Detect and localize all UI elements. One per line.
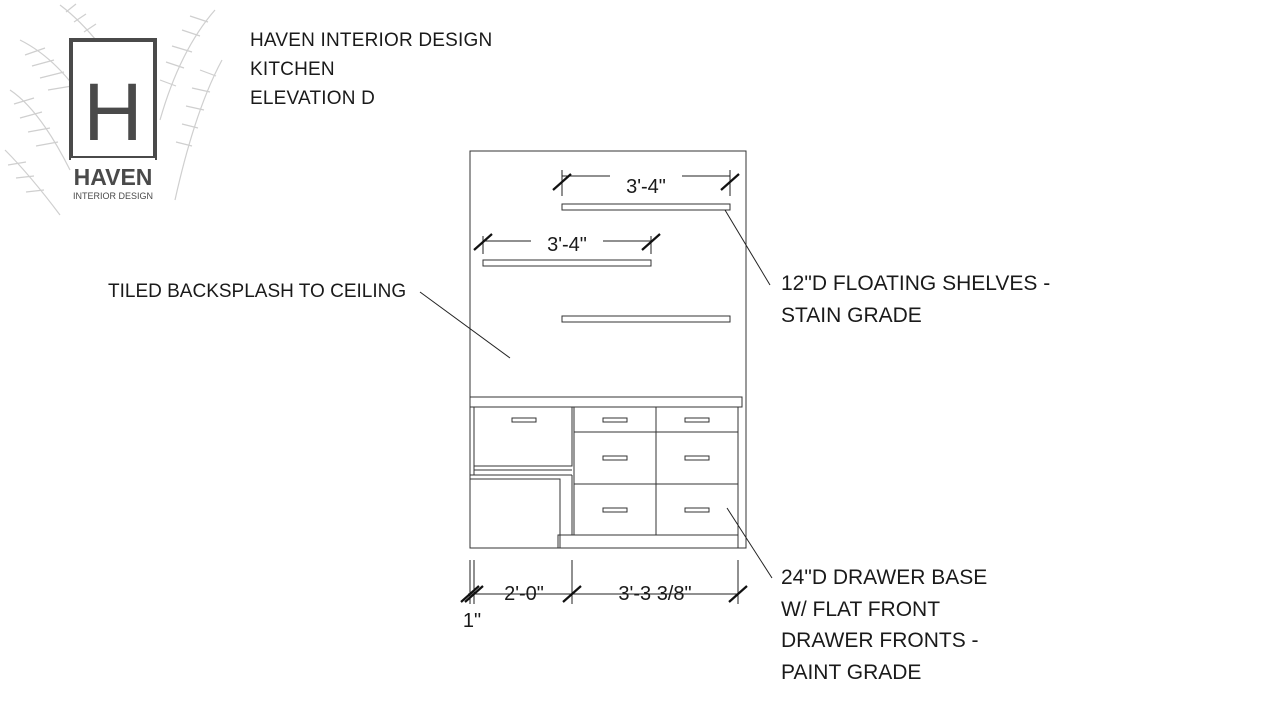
- drawer-pull: [684, 507, 710, 513]
- logo-name: HAVEN: [74, 164, 153, 190]
- dim-base-right: 3'-3 3/8": [618, 583, 691, 605]
- dim-base-left: 2'-0": [504, 583, 544, 605]
- foliage-icon: H HAVEN INTERIOR DESIGN: [4, 3, 223, 216]
- company-name: HAVEN INTERIOR DESIGN: [250, 30, 493, 51]
- drawer-pull: [684, 417, 710, 423]
- drawer-pull: [511, 417, 537, 423]
- note-drawers: 24"D DRAWER BASE W/ FLAT FRONT DRAWER FR…: [781, 562, 987, 688]
- dim-shelf-middle: 3'-4": [547, 234, 587, 256]
- room-name: KITCHEN: [250, 59, 335, 80]
- toe-kick: [557, 534, 739, 549]
- note-backsplash: TILED BACKSPLASH TO CEILING: [108, 281, 407, 302]
- drawer-pull: [602, 455, 628, 461]
- title-block: HAVEN INTERIOR DESIGN KITCHEN ELEVATION …: [250, 26, 492, 113]
- note-drawers-line: W/ FLAT FRONT: [781, 597, 941, 621]
- countertop: [469, 396, 743, 408]
- drawer-pull: [684, 455, 710, 461]
- leader-backsplash: [419, 291, 511, 359]
- shelf-bottom: [561, 315, 731, 323]
- logo-letter: H: [83, 67, 142, 158]
- note-shelves: 12"D FLOATING SHELVES - STAIN GRADE: [781, 268, 1050, 331]
- leader-drawers: [726, 507, 773, 579]
- shelf-top: [561, 203, 731, 211]
- note-shelves-line: STAIN GRADE: [781, 303, 922, 327]
- drawer-pull: [602, 417, 628, 423]
- logo-tagline: INTERIOR DESIGN: [73, 191, 153, 201]
- leader-shelves: [724, 209, 771, 286]
- dim-shelf-top: 3'-4": [626, 176, 666, 198]
- wall-outline: [469, 150, 747, 549]
- note-shelves-line: 12"D FLOATING SHELVES -: [781, 272, 1051, 295]
- left-cabinet-lower: [469, 478, 561, 549]
- shelf-middle: [482, 259, 652, 267]
- dim-base-edge: 1": [463, 610, 481, 632]
- left-cabinet-door: [473, 406, 573, 467]
- note-drawers-line: DRAWER FRONTS -: [781, 629, 979, 652]
- note-drawers-line: 24"D DRAWER BASE: [781, 566, 988, 589]
- note-drawers-line: PAINT GRADE: [781, 660, 922, 684]
- drawer-pull: [602, 507, 628, 513]
- logo: H HAVEN INTERIOR DESIGN: [0, 0, 230, 230]
- elevation-name: ELEVATION D: [250, 88, 376, 109]
